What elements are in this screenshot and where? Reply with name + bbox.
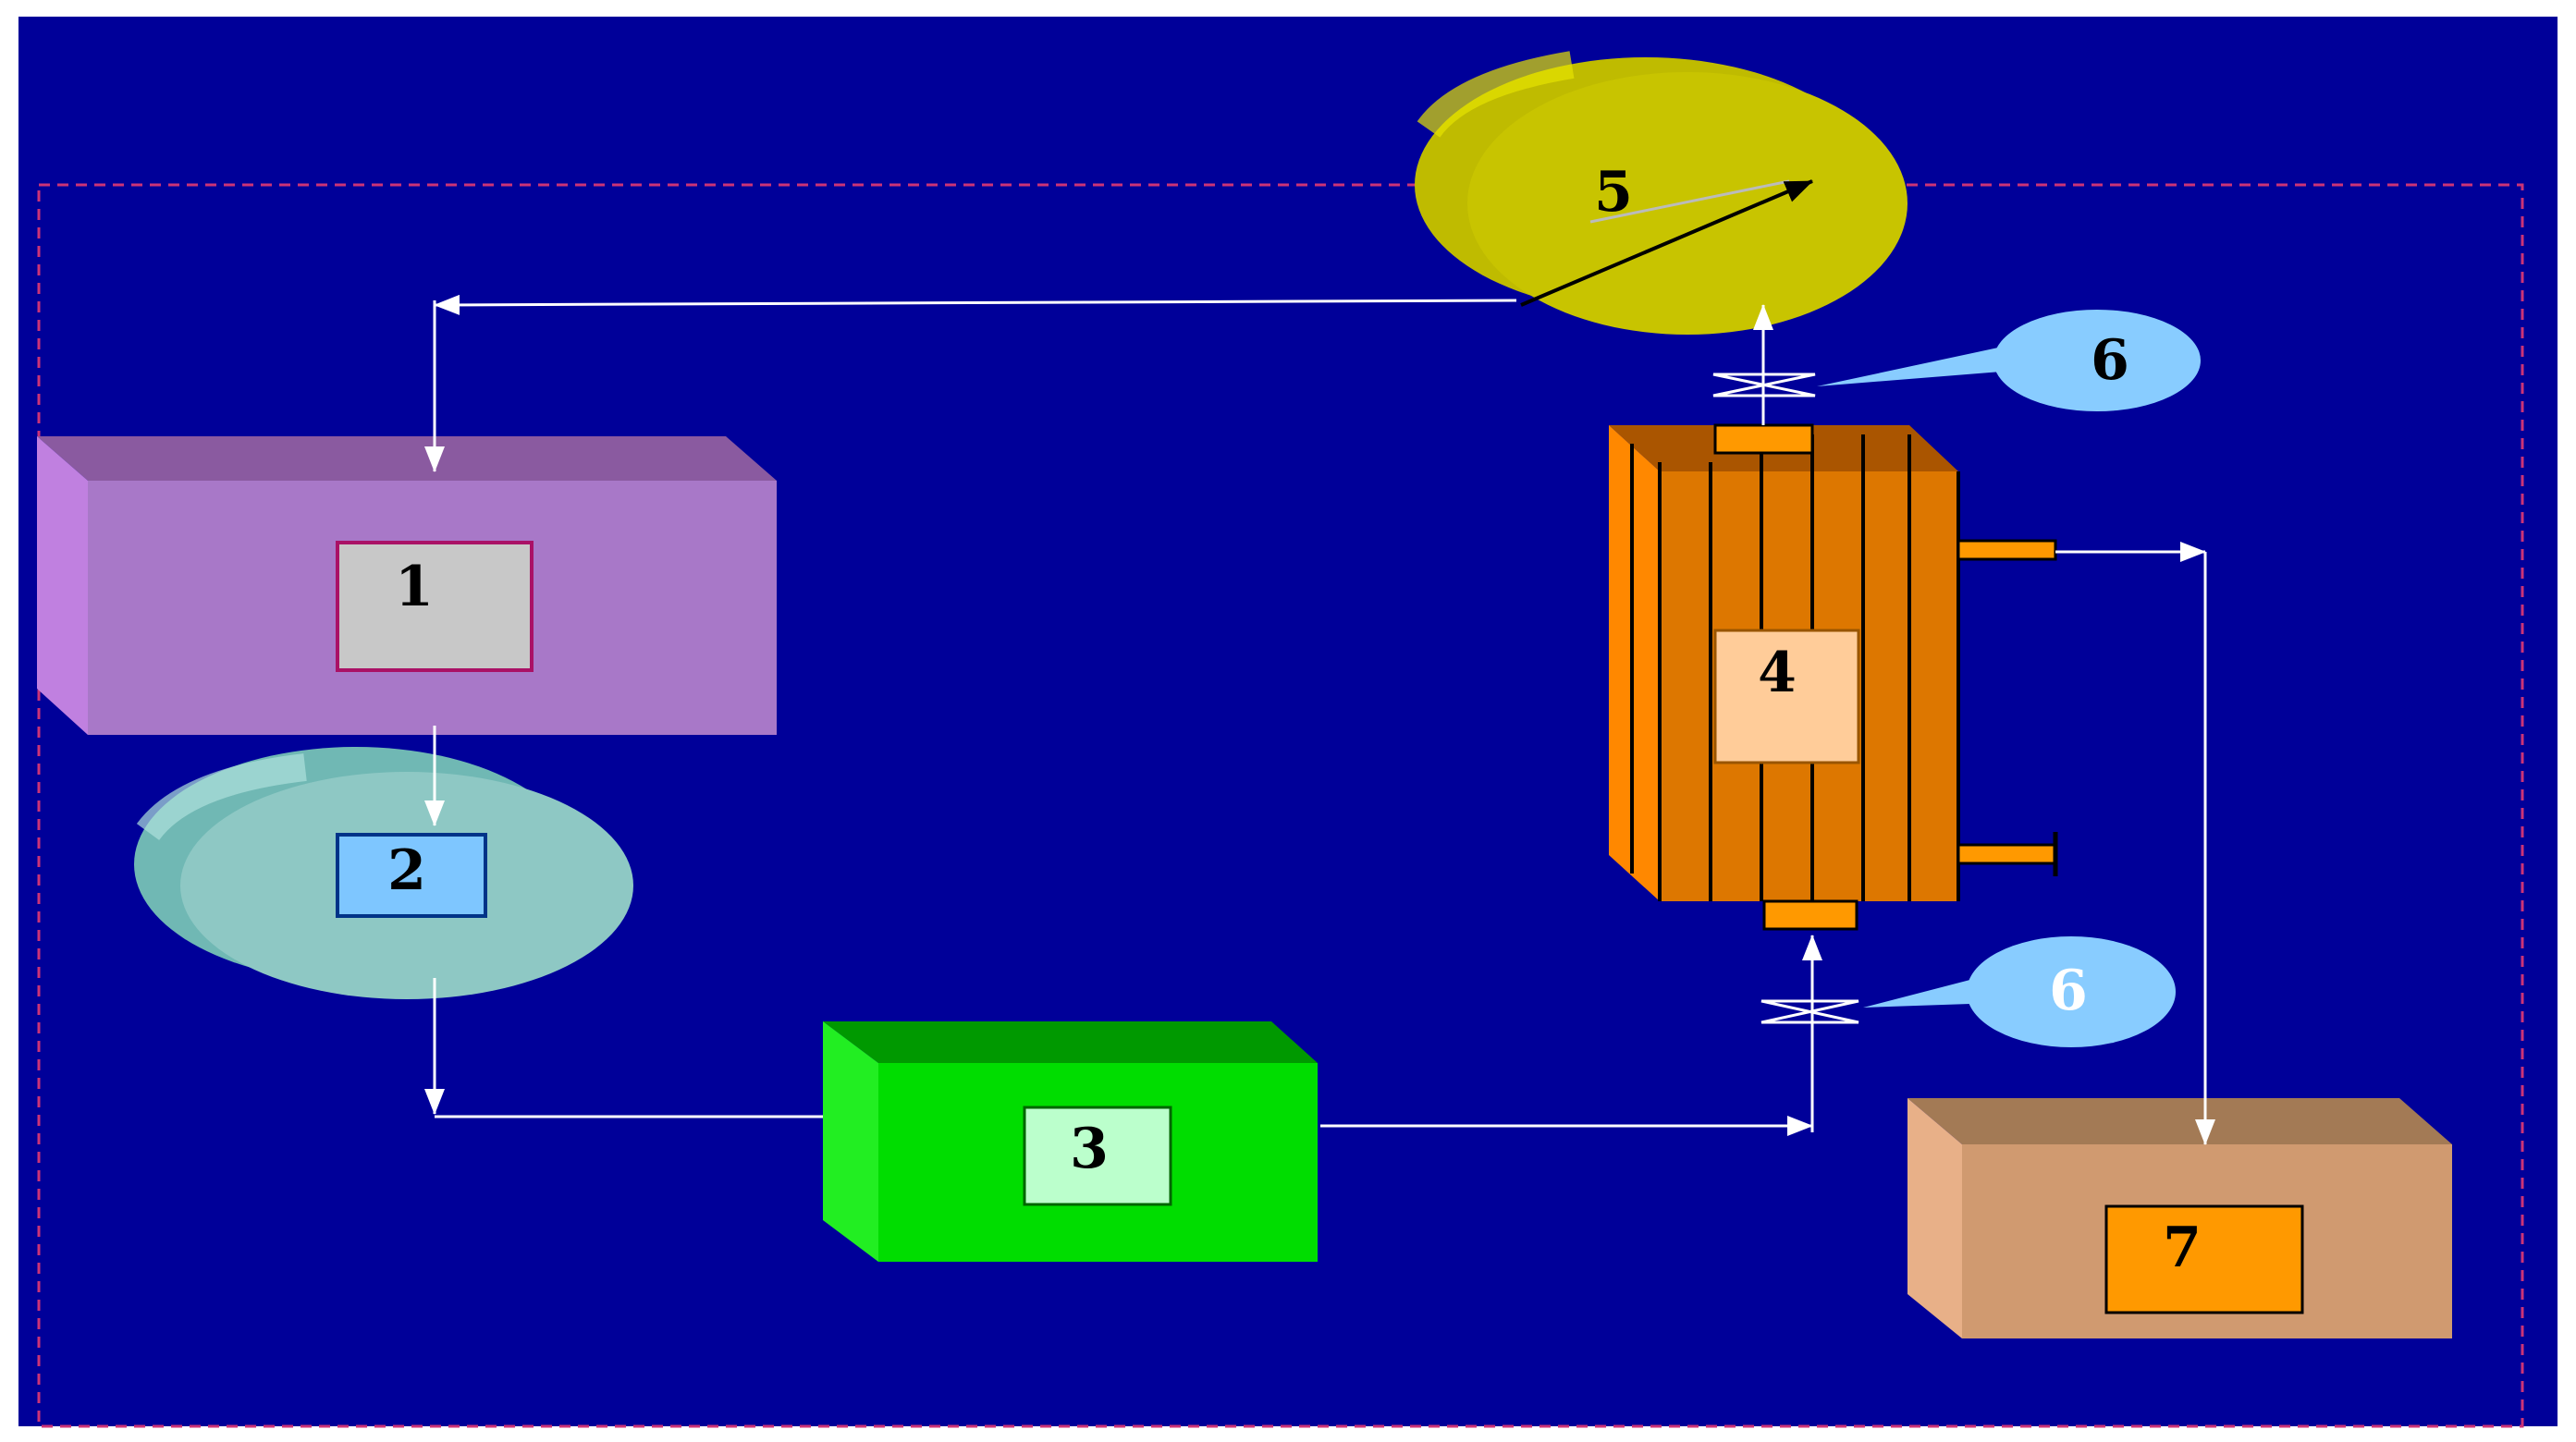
node-1-box: 1 [37,436,777,735]
node-7-inner [2104,1204,2304,1314]
node-3-box: 3 [823,1021,1318,1262]
node-2-label: 2 [387,838,426,903]
node-4-label: 4 [1758,641,1797,705]
node-4-side-port-bottom [1957,843,2057,865]
valve-bottom-icon [1760,999,1859,1024]
node-4-column: 4 [1609,423,2058,931]
node-4-inner [1713,629,1860,764]
connectors [424,294,2215,1145]
node-1-label: 1 [395,555,434,619]
node-5-label: 5 [1594,160,1633,225]
node-7-box: 7 [1907,1098,2452,1338]
node-2-inner [336,833,487,918]
callout-6-bottom: 6 [1863,936,2176,1047]
edge-5-to-1-horizontal [434,294,1517,315]
valve-top-icon [1712,373,1816,397]
node-5-disc: 5 [1415,51,1907,335]
node-4-side-port-top [1957,539,2057,561]
node-4-bottom-port [1762,899,1858,931]
node-4-top-port [1713,423,1814,455]
node-1-inner [336,541,534,672]
node-3-label: 3 [1070,1117,1109,1181]
dashed-boundary [37,183,2524,1428]
node-7-label: 7 [2163,1216,2202,1280]
callout-6-bottom-label: 6 [2049,959,2088,1023]
callout-6-top-label: 6 [2091,328,2129,393]
node-2-disc: 2 [134,747,633,999]
node-3-inner [1023,1106,1172,1206]
callout-6-top: 6 [1817,310,2201,411]
